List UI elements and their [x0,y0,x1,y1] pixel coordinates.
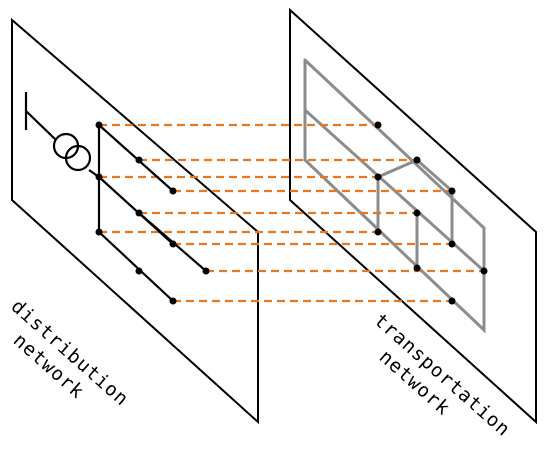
dist-node [135,267,143,275]
dist-node [135,209,143,217]
transportation-plane [289,7,537,425]
trans-node [413,209,421,217]
trans-node [413,264,421,272]
trans-node [448,187,456,195]
trans-node [448,240,456,248]
coupling-links [99,123,484,303]
dist-node [202,267,210,275]
trans-node [480,267,488,275]
transformer-symbol [52,132,100,178]
dist-node [135,156,143,164]
distribution-caption: distribution network [7,295,133,410]
trans-node [374,121,382,129]
dist-node [169,297,177,305]
dist-node [95,121,103,129]
trans-node [413,156,421,164]
trans-node [374,228,382,236]
ground-bus-symbol [24,92,57,141]
distribution-plane [11,17,259,425]
trans-node [374,173,382,181]
dist-node [169,187,177,195]
dist-node [169,240,177,248]
distribution-nodes [95,121,210,305]
transportation-nodes [374,121,488,305]
transportation-roads [303,58,486,334]
trans-node [448,297,456,305]
dist-node [95,173,103,181]
dist-node [95,228,103,236]
